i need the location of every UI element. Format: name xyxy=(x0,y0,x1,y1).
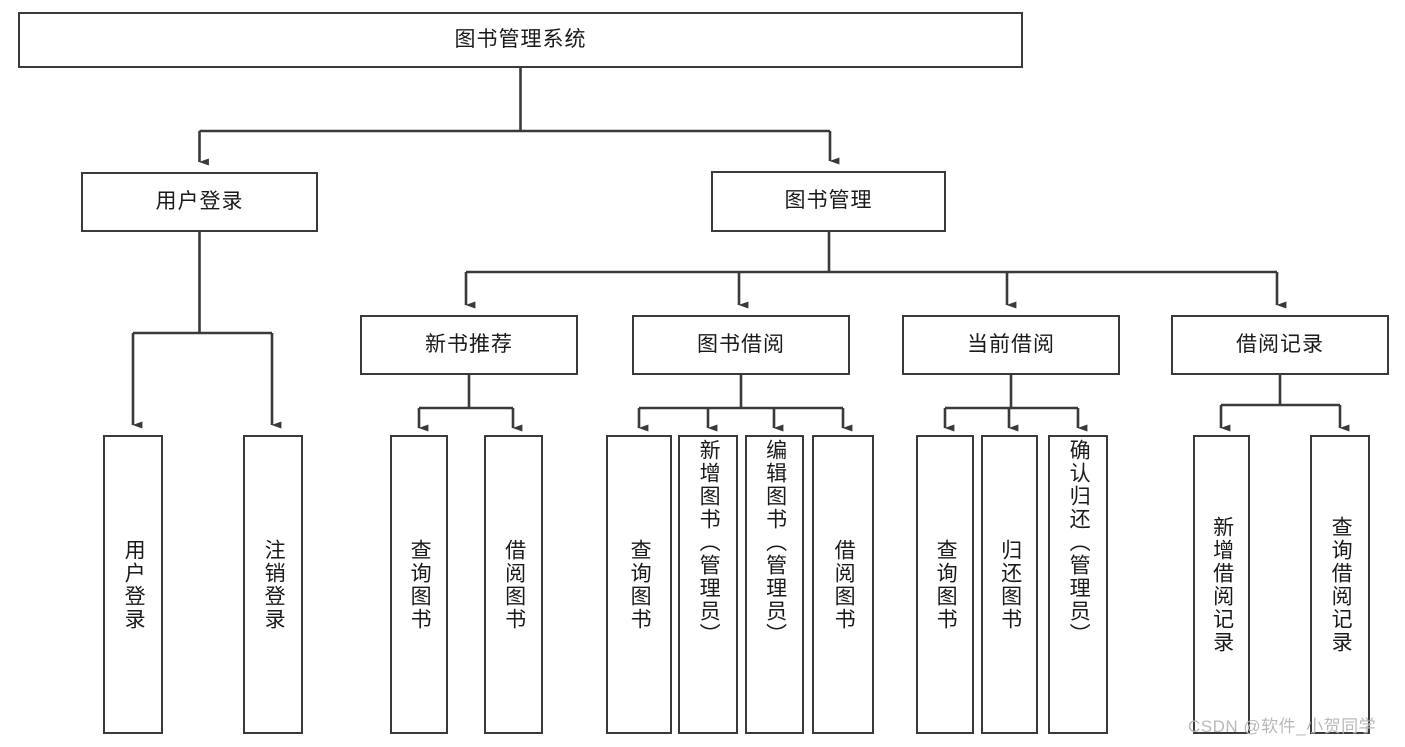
node-book-management[interactable]: 图书管理 xyxy=(711,171,946,232)
node-leaf-edit-book[interactable]: 编辑图书（管理员） xyxy=(745,435,804,734)
node-current-borrow-label: 当前借阅 xyxy=(967,332,1055,356)
node-leaf-logout[interactable]: 注销登录 xyxy=(243,435,303,734)
node-book-borrow[interactable]: 图书借阅 xyxy=(632,315,850,375)
node-leaf-query-borrow-record[interactable]: 查询借阅记录 xyxy=(1310,435,1370,734)
node-new-book-recommend-label: 新书推荐 xyxy=(425,332,513,356)
node-leaf-return-book[interactable]: 归还图书 xyxy=(981,435,1038,734)
node-leaf-query-book-recommend-label: 查询图书 xyxy=(408,538,432,631)
node-leaf-add-borrow-record[interactable]: 新增借阅记录 xyxy=(1193,435,1250,734)
node-leaf-query-book-borrow-label: 查询图书 xyxy=(628,538,652,631)
node-leaf-query-book-borrow[interactable]: 查询图书 xyxy=(606,435,672,734)
node-leaf-borrow-book[interactable]: 借阅图书 xyxy=(812,435,874,734)
node-leaf-confirm-return-label: 确认归还（管理员） xyxy=(1067,439,1091,646)
node-current-borrow[interactable]: 当前借阅 xyxy=(902,315,1120,375)
node-leaf-user-login[interactable]: 用户登录 xyxy=(103,435,163,734)
node-new-book-recommend[interactable]: 新书推荐 xyxy=(360,315,578,375)
node-leaf-user-login-label: 用户登录 xyxy=(122,538,146,631)
node-leaf-logout-label: 注销登录 xyxy=(262,538,286,631)
node-borrow-record-label: 借阅记录 xyxy=(1236,332,1324,356)
node-leaf-add-book-label: 新增图书（管理员） xyxy=(697,439,721,646)
node-leaf-add-book[interactable]: 新增图书（管理员） xyxy=(678,435,738,734)
node-leaf-query-book-recommend[interactable]: 查询图书 xyxy=(390,435,448,734)
node-root-label: 图书管理系统 xyxy=(454,27,587,51)
node-leaf-borrow-book-recommend[interactable]: 借阅图书 xyxy=(484,435,543,734)
watermark-text: CSDN @软件_小贺同学 xyxy=(1188,717,1377,736)
node-leaf-query-book-current[interactable]: 查询图书 xyxy=(916,435,974,734)
node-root[interactable]: 图书管理系统 xyxy=(18,12,1023,68)
node-leaf-query-borrow-record-label: 查询借阅记录 xyxy=(1329,515,1353,654)
node-user-login[interactable]: 用户登录 xyxy=(81,172,318,232)
node-user-login-label: 用户登录 xyxy=(155,189,244,213)
node-leaf-add-borrow-record-label: 新增借阅记录 xyxy=(1210,515,1234,654)
node-book-borrow-label: 图书借阅 xyxy=(697,332,785,356)
node-leaf-return-book-label: 归还图书 xyxy=(998,538,1022,631)
node-borrow-record[interactable]: 借阅记录 xyxy=(1171,315,1389,375)
node-book-management-label: 图书管理 xyxy=(784,189,873,213)
node-leaf-query-book-current-label: 查询图书 xyxy=(934,538,958,631)
node-leaf-borrow-book-label: 借阅图书 xyxy=(832,538,856,631)
node-leaf-confirm-return[interactable]: 确认归还（管理员） xyxy=(1048,435,1108,734)
node-leaf-borrow-book-recommend-label: 借阅图书 xyxy=(502,538,526,631)
node-leaf-edit-book-label: 编辑图书（管理员） xyxy=(763,439,787,646)
